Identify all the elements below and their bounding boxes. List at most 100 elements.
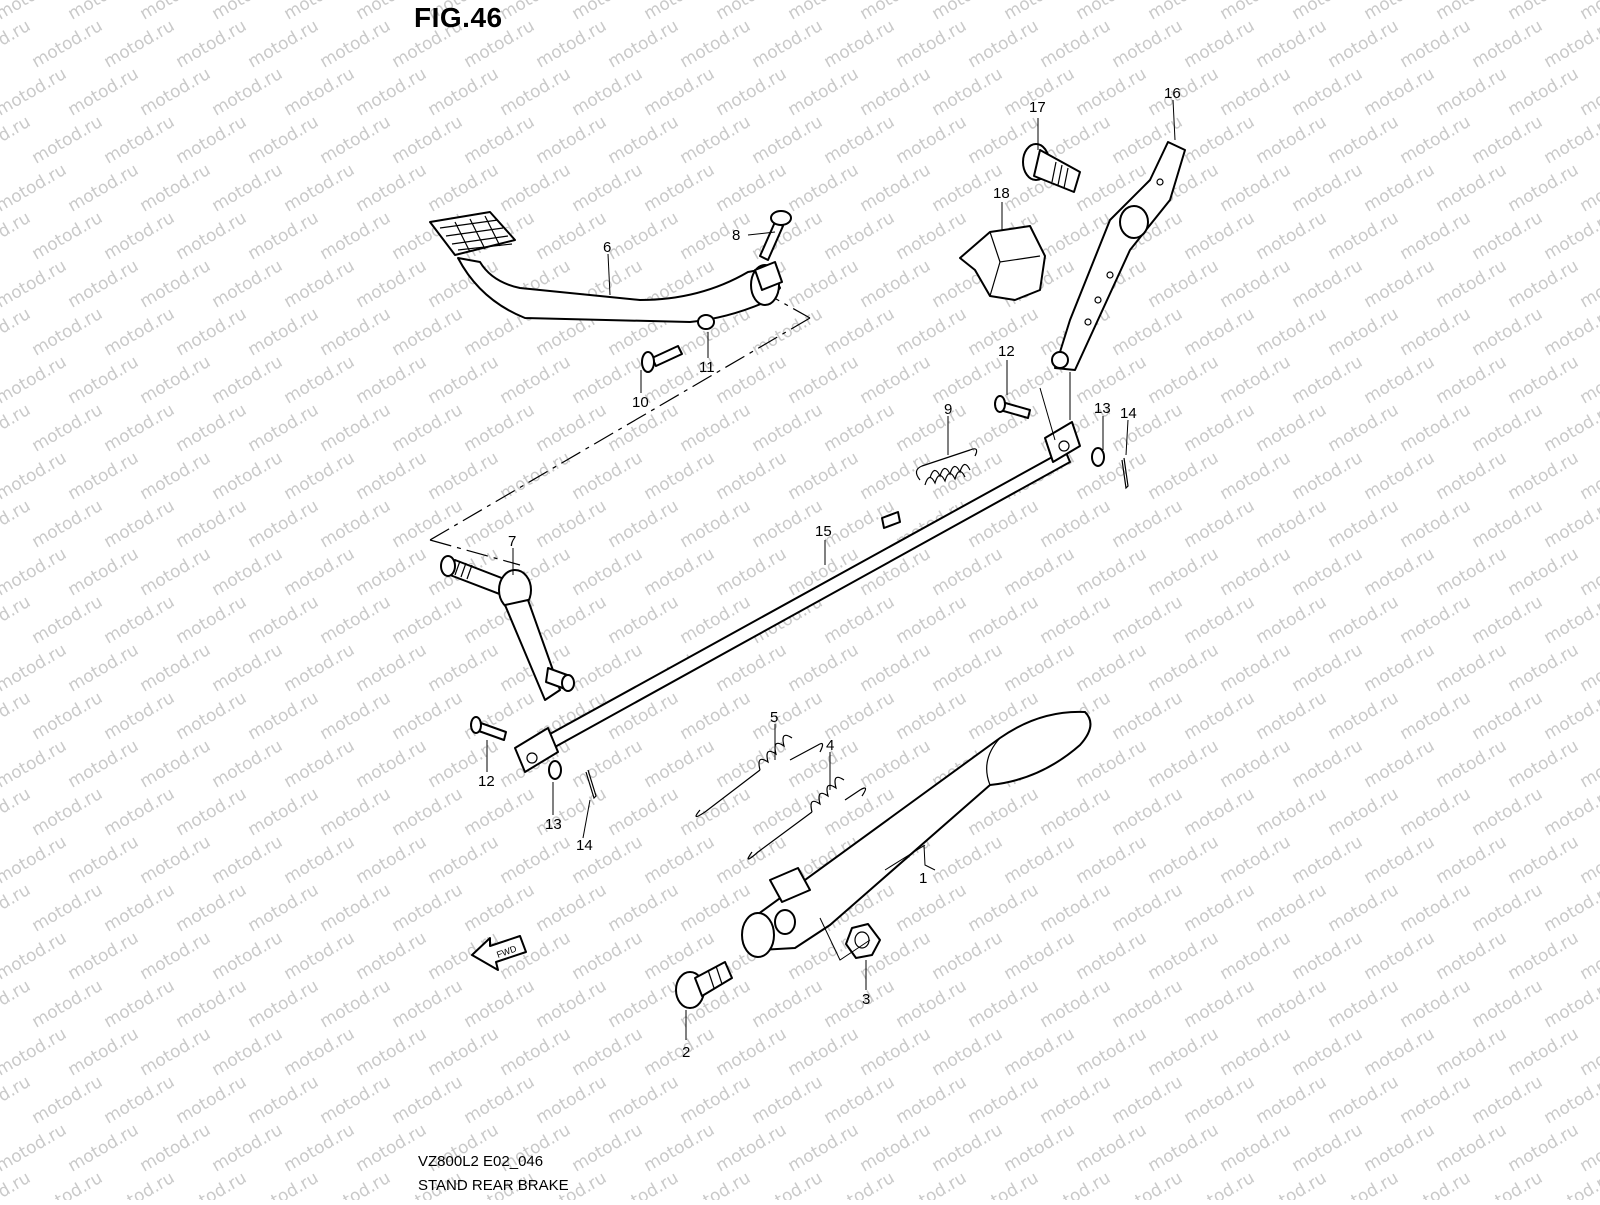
- watermark-text: motod.ru: [857, 1024, 935, 1080]
- watermark-text: motod.ru: [749, 784, 827, 840]
- watermark-text: motod.ru: [1001, 544, 1079, 600]
- watermark-text: motod.ru: [1217, 160, 1295, 216]
- watermark-text: motod.ru: [893, 112, 971, 168]
- watermark-text: motod.ru: [101, 880, 179, 936]
- watermark-text: motod.ru: [1541, 976, 1600, 1032]
- watermark-text: motod.ru: [1433, 928, 1511, 984]
- watermark-text: motod.ru: [0, 1120, 70, 1176]
- watermark-text: motod.ru: [533, 1072, 611, 1128]
- watermark-text: motod.ru: [1397, 1168, 1475, 1200]
- watermark-text: motod.ru: [1577, 64, 1600, 120]
- watermark-text: motod.ru: [209, 256, 287, 312]
- watermark-text: motod.ru: [101, 400, 179, 456]
- watermark-text: motod.ru: [1001, 928, 1079, 984]
- watermark-text: motod.ru: [1253, 208, 1331, 264]
- watermark-text: motod.ru: [533, 400, 611, 456]
- watermark-text: motod.ru: [1361, 256, 1439, 312]
- watermark-text: motod.ru: [1433, 448, 1511, 504]
- watermark-text: motod.ru: [1289, 928, 1367, 984]
- watermark-text: motod.ru: [1253, 880, 1331, 936]
- watermark-text: motod.ru: [785, 64, 863, 120]
- watermark-text: motod.ru: [713, 64, 791, 120]
- watermark-text: motod.ru: [1253, 688, 1331, 744]
- watermark-text: motod.ru: [1181, 400, 1259, 456]
- watermark-text: motod.ru: [1181, 880, 1259, 936]
- watermark-text: motod.ru: [461, 784, 539, 840]
- watermark-text: motod.ru: [137, 640, 215, 696]
- watermark-text: motod.ru: [677, 1072, 755, 1128]
- watermark-text: motod.ru: [1325, 784, 1403, 840]
- watermark-text: motod.ru: [1505, 832, 1583, 888]
- watermark-text: motod.ru: [1181, 16, 1259, 72]
- watermark-text: motod.ru: [245, 400, 323, 456]
- watermark-text: motod.ru: [1469, 16, 1547, 72]
- watermark-text: motod.ru: [101, 16, 179, 72]
- watermark-text: motod.ru: [1433, 1024, 1511, 1080]
- watermark-text: motod.ru: [281, 160, 359, 216]
- watermark-text: motod.ru: [929, 1024, 1007, 1080]
- watermark-text: motod.ru: [1397, 784, 1475, 840]
- callout-14b: 14: [576, 837, 593, 854]
- watermark-text: motod.ru: [497, 448, 575, 504]
- watermark-text: motod.ru: [1145, 544, 1223, 600]
- watermark-text: motod.ru: [1109, 304, 1187, 360]
- watermark-text: motod.ru: [209, 1024, 287, 1080]
- watermark-text: motod.ru: [1289, 0, 1367, 24]
- watermark-text: motod.ru: [605, 592, 683, 648]
- watermark-text: motod.ru: [317, 400, 395, 456]
- watermark-text: motod.ru: [1469, 304, 1547, 360]
- watermark-text: motod.ru: [65, 256, 143, 312]
- watermark-text: motod.ru: [209, 0, 287, 24]
- watermark-text: motod.ru: [65, 544, 143, 600]
- watermark-text: motod.ru: [389, 976, 467, 1032]
- watermark-text: motod.ru: [929, 544, 1007, 600]
- watermark-text: motod.ru: [245, 208, 323, 264]
- watermark-text: motod.ru: [137, 448, 215, 504]
- watermark-text: motod.ru: [1505, 448, 1583, 504]
- watermark-text: motod.ru: [785, 256, 863, 312]
- watermark-text: motod.ru: [965, 592, 1043, 648]
- watermark-text: motod.ru: [1397, 1072, 1475, 1128]
- watermark-text: motod.ru: [1505, 640, 1583, 696]
- callout-11: 11: [699, 359, 715, 376]
- watermark-text: motod.ru: [0, 448, 70, 504]
- watermark-text: motod.ru: [353, 1024, 431, 1080]
- watermark-text: motod.ru: [1469, 1168, 1547, 1200]
- watermark-text: motod.ru: [1001, 1120, 1079, 1176]
- watermark-text: motod.ru: [1145, 1120, 1223, 1176]
- watermark-text: motod.ru: [1037, 1168, 1115, 1200]
- watermark-text: motod.ru: [533, 592, 611, 648]
- watermark-text: motod.ru: [461, 400, 539, 456]
- watermark-text: motod.ru: [1397, 304, 1475, 360]
- watermark-text: motod.ru: [1325, 304, 1403, 360]
- watermark-text: motod.ru: [461, 112, 539, 168]
- watermark-text: motod.ru: [281, 0, 359, 24]
- watermark-text: motod.ru: [245, 688, 323, 744]
- watermark-text: motod.ru: [1145, 736, 1223, 792]
- watermark-text: motod.ru: [1433, 0, 1511, 24]
- watermark-text: motod.ru: [0, 736, 70, 792]
- watermark-text: motod.ru: [317, 496, 395, 552]
- watermark-text: motod.ru: [1577, 352, 1600, 408]
- watermark-text: motod.ru: [1325, 1072, 1403, 1128]
- watermark-text: motod.ru: [29, 880, 107, 936]
- watermark-text: motod.ru: [857, 736, 935, 792]
- watermark-text: motod.ru: [209, 1120, 287, 1176]
- watermark-text: motod.ru: [1505, 1024, 1583, 1080]
- watermark-text: motod.ru: [1433, 640, 1511, 696]
- watermark-text: motod.ru: [1469, 592, 1547, 648]
- watermark-text: motod.ru: [0, 16, 34, 72]
- watermark-text: motod.ru: [1469, 880, 1547, 936]
- watermark-text: motod.ru: [1397, 400, 1475, 456]
- watermark-text: motod.ru: [173, 208, 251, 264]
- watermark-text: motod.ru: [605, 880, 683, 936]
- watermark-text: motod.ru: [533, 496, 611, 552]
- watermark-text: motod.ru: [965, 1072, 1043, 1128]
- watermark-text: motod.ru: [641, 736, 719, 792]
- watermark-text: motod.ru: [821, 976, 899, 1032]
- watermark-text: motod.ru: [1289, 256, 1367, 312]
- watermark-text: motod.ru: [1325, 1168, 1403, 1200]
- watermark-text: motod.ru: [1325, 400, 1403, 456]
- watermark-text: motod.ru: [173, 1072, 251, 1128]
- watermark-text: motod.ru: [1073, 544, 1151, 600]
